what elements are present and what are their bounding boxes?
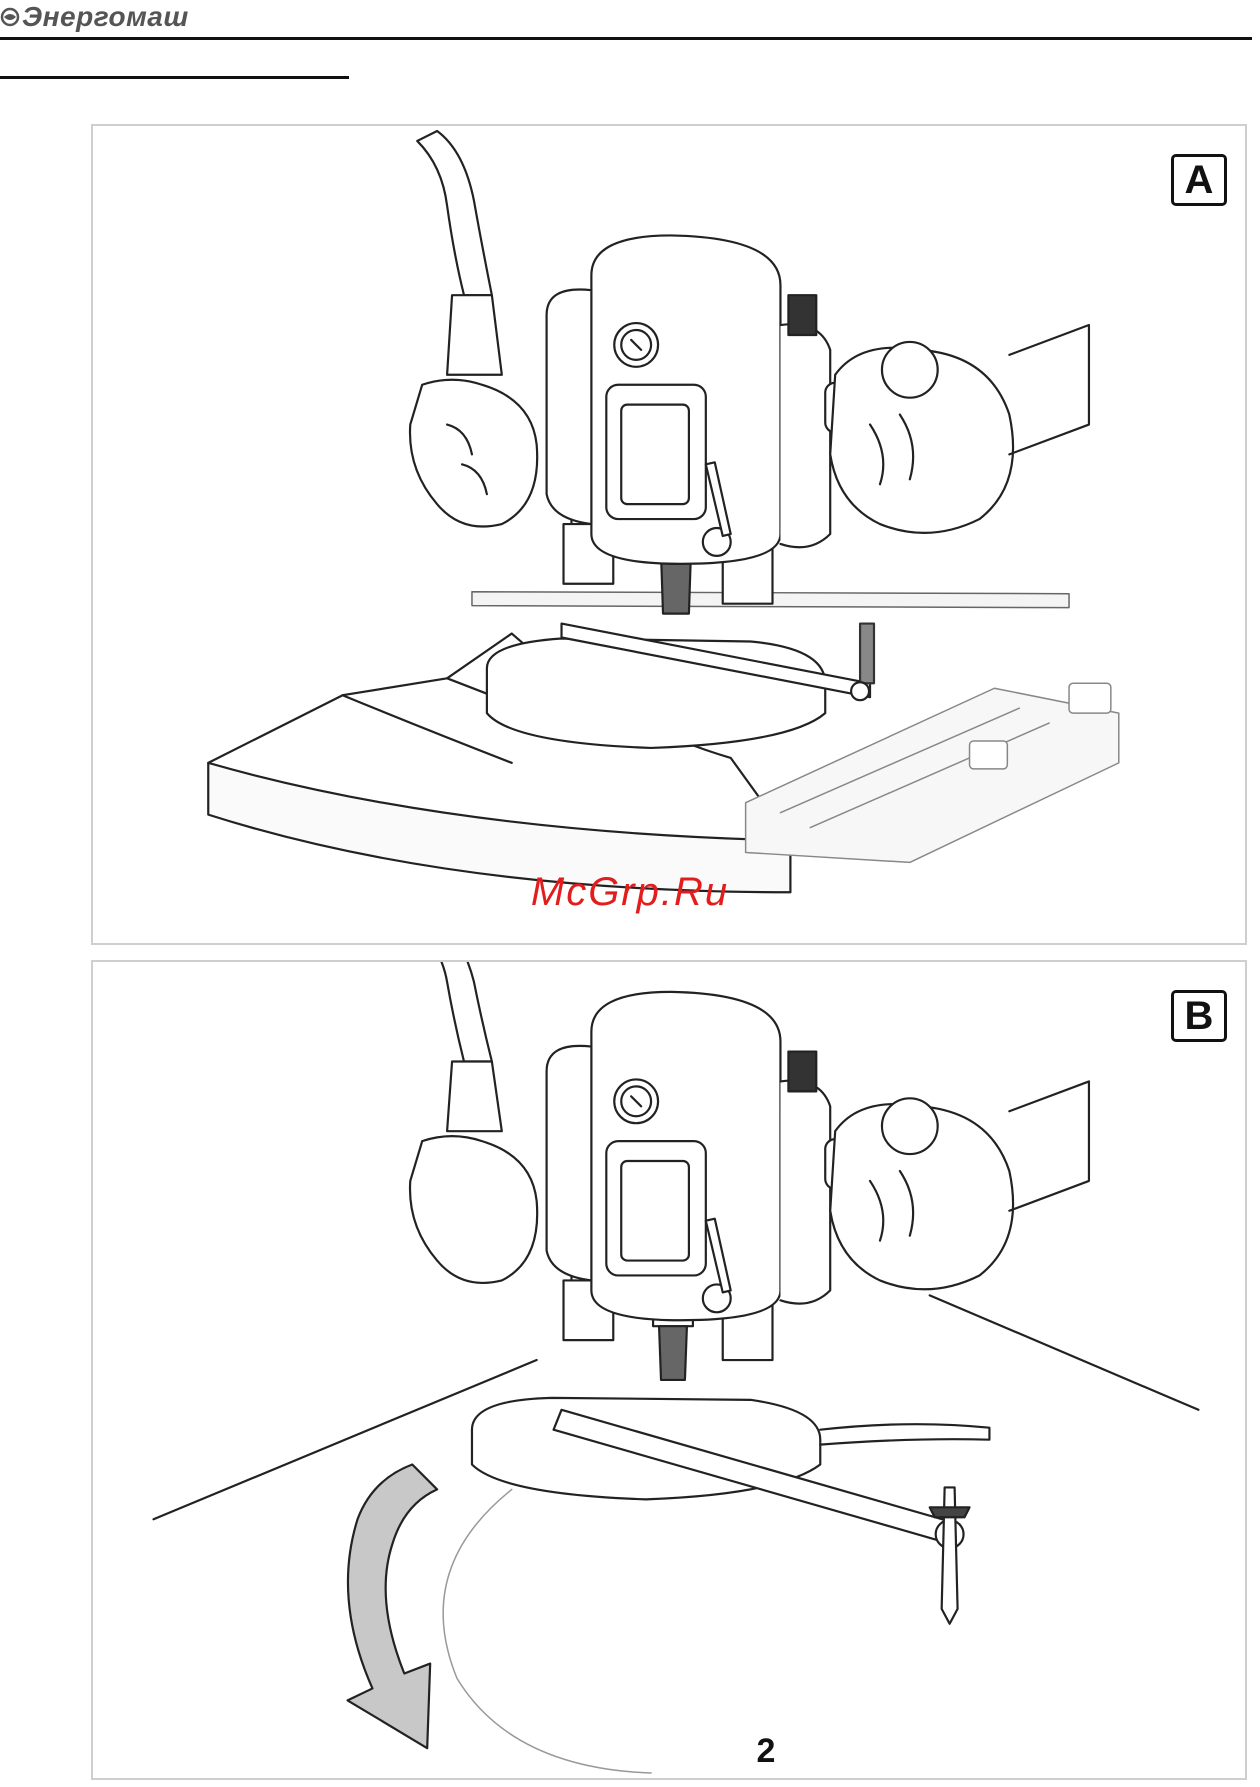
router-with-parallel-guide-illustration	[93, 126, 1245, 943]
illustration-panel-a: A	[91, 124, 1247, 945]
power-cord	[417, 962, 492, 1062]
power-cord	[417, 131, 492, 295]
watermark: McGrp.Ru	[0, 870, 1260, 915]
left-hand	[410, 1136, 537, 1283]
circular-path	[443, 1489, 651, 1773]
router-bit	[659, 1326, 687, 1380]
rotation-arrow	[348, 1465, 438, 1749]
figure-number: 2	[740, 1732, 792, 1771]
brand-logo: Энергомаш	[0, 0, 189, 34]
globe-logo-icon	[0, 7, 20, 27]
left-hand	[410, 380, 537, 527]
panel-label-a: A	[1171, 154, 1227, 206]
router-with-circle-compass-illustration	[93, 962, 1245, 1778]
section-rule	[0, 76, 349, 79]
panel-label-b: B	[1171, 990, 1227, 1042]
brand-name: Энергомаш	[22, 1, 189, 33]
header-rule	[0, 37, 1252, 40]
illustration-panel-b: B	[91, 960, 1247, 1780]
